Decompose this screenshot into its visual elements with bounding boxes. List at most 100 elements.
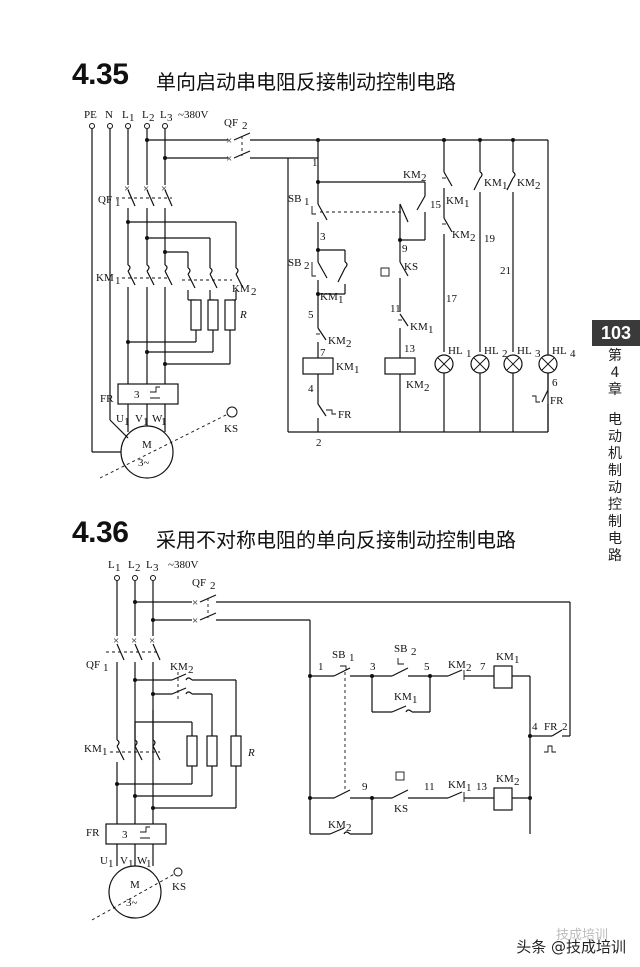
svg-text:1: 1 [412,694,418,706]
svg-text:×: × [192,597,198,609]
svg-text:1: 1 [514,654,520,666]
svg-text:4: 4 [308,383,314,395]
svg-text:2: 2 [346,338,352,350]
svg-text:1: 1 [103,662,109,674]
svg-text:L: L [108,559,115,571]
svg-text:2: 2 [466,662,472,674]
svg-text:5: 5 [308,309,314,321]
svg-text:2: 2 [304,260,310,272]
svg-text:1: 1 [108,858,114,870]
svg-text:PE: PE [84,109,97,121]
svg-text:1: 1 [318,661,324,673]
svg-text:1: 1 [143,416,149,428]
svg-text:3: 3 [370,661,376,673]
svg-text:HL: HL [552,345,567,357]
svg-text:1: 1 [502,180,508,192]
svg-text:FR: FR [338,409,352,421]
svg-text:L: L [160,109,167,121]
svg-text:×: × [226,135,232,147]
svg-text:2: 2 [149,112,155,124]
svg-text:L: L [122,109,129,121]
svg-text:KM: KM [328,819,346,831]
svg-text:2: 2 [470,232,476,244]
svg-text:1: 1 [128,858,134,870]
section-b-title: 采用不对称电阻的单向反接制动控制电路 [156,528,516,552]
svg-text:3: 3 [167,112,173,124]
svg-text:2: 2 [316,437,322,449]
svg-text:FR: FR [100,393,114,405]
svg-text:SB: SB [394,643,407,655]
chapter-label: 第4章 [608,348,622,398]
svg-text:1: 1 [312,157,318,169]
svg-text:QF: QF [192,577,206,589]
svg-text:M: M [142,439,152,451]
svg-text:HL: HL [484,345,499,357]
svg-text:L: L [142,109,149,121]
svg-text:KM: KM [84,743,102,755]
svg-text:KM: KM [328,335,346,347]
svg-text:KM: KM [484,177,502,189]
svg-text:×: × [113,635,119,647]
svg-text:×: × [226,153,232,165]
section-a-number: 4.35 [72,58,129,91]
svg-text:QF: QF [98,194,112,206]
svg-text:M: M [130,879,140,891]
svg-text:KM: KM [410,321,428,333]
svg-text:U: U [116,413,124,425]
svg-text:1: 1 [115,197,121,209]
svg-text:KM: KM [517,177,535,189]
svg-text:1: 1 [338,294,344,306]
svg-text:2: 2 [562,721,568,733]
svg-text:V: V [135,413,143,425]
svg-text:2: 2 [346,822,352,834]
svg-text:2: 2 [242,120,248,132]
svg-text:W: W [137,855,148,867]
svg-text:KM: KM [496,651,514,663]
svg-text:1: 1 [161,416,167,428]
svg-text:KM: KM [446,195,464,207]
svg-text:~380V: ~380V [168,559,198,571]
svg-text:KM: KM [336,361,354,373]
section-a-title: 单向启动串电阻反接制动控制电路 [156,70,456,94]
svg-text:1: 1 [304,196,310,208]
svg-text:×: × [161,183,167,195]
chapter-title: 电动机制动控制电路 [608,412,622,564]
svg-text:1: 1 [464,198,470,210]
svg-text:KM: KM [394,691,412,703]
svg-text:L: L [146,559,153,571]
svg-text:21: 21 [500,265,511,277]
svg-text:11: 11 [390,303,401,315]
svg-text:R: R [247,747,255,759]
svg-text:3: 3 [134,389,140,401]
svg-text:2: 2 [502,348,508,360]
svg-text:2: 2 [411,646,417,658]
watermark: 头条 @技成培训 [516,938,626,956]
svg-text:6: 6 [552,377,558,389]
svg-text:4: 4 [570,348,576,360]
svg-text:4: 4 [532,721,538,733]
svg-text:KM: KM [170,661,188,673]
svg-text:15: 15 [430,199,442,211]
svg-text:2: 2 [210,580,216,592]
svg-text:U: U [100,855,108,867]
svg-text:L: L [128,559,135,571]
svg-text:KM: KM [448,659,466,671]
svg-text:3: 3 [122,829,128,841]
svg-text:1: 1 [466,782,472,794]
svg-text:KS: KS [394,803,408,815]
svg-text:3: 3 [153,562,159,574]
svg-text:2: 2 [188,664,194,676]
svg-text:1: 1 [354,364,360,376]
svg-text:1: 1 [428,324,434,336]
svg-text:2: 2 [535,180,541,192]
svg-text:SB: SB [332,649,345,661]
svg-text:KM: KM [96,272,114,284]
svg-text:7: 7 [480,661,486,673]
svg-text:SB: SB [288,193,301,205]
svg-text:W: W [152,413,163,425]
